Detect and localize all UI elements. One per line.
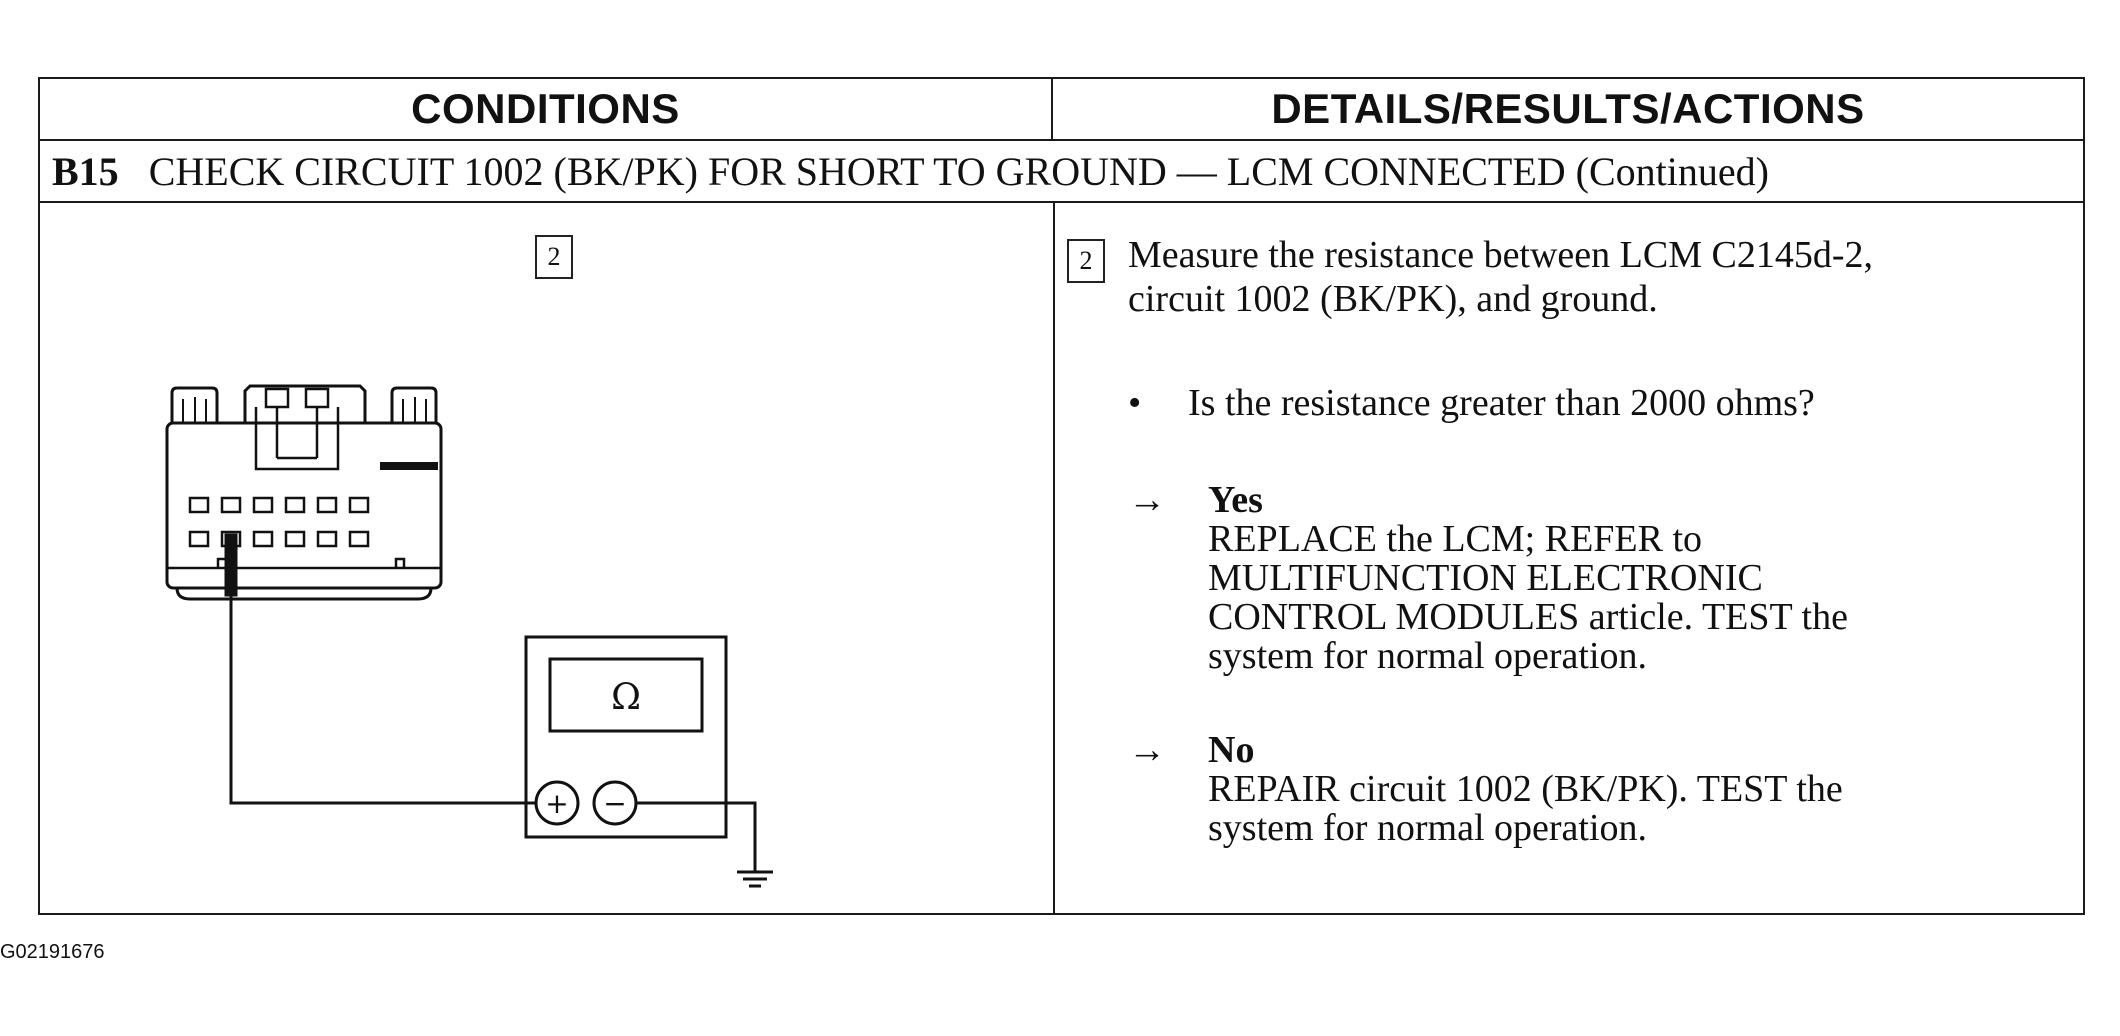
measurement-instruction: Measure the resistance between LCM C2145… xyxy=(1128,233,2058,321)
answer-line: system for normal operation. xyxy=(1208,807,1648,849)
step-body-row: 2 xyxy=(40,203,2083,915)
answer-label: No xyxy=(1208,729,1255,771)
answer-label: Yes xyxy=(1208,479,1263,521)
answer-line: system for normal operation. xyxy=(1208,635,1648,677)
conditions-diagram: 2 xyxy=(40,203,1053,915)
probe-wire xyxy=(229,595,536,805)
diagnostic-table: CONDITIONS DETAILS/RESULTS/ACTIONS B15 C… xyxy=(38,77,2085,915)
details-step-box: 2 xyxy=(1067,239,1105,283)
minus-terminal-label: − xyxy=(603,787,626,820)
instruction-line: Measure the resistance between LCM C2145… xyxy=(1128,234,1874,276)
step-title-row: B15 CHECK CIRCUIT 1002 (BK/PK) FOR SHORT… xyxy=(40,141,2083,203)
connector-meter-diagram: Ω + − xyxy=(165,384,773,888)
column-divider xyxy=(1053,203,1055,915)
plus-terminal-label: + xyxy=(545,787,568,820)
test-question: • Is the resistance greater than 2000 ohm… xyxy=(1128,381,2058,425)
header-conditions: CONDITIONS xyxy=(40,79,1053,139)
details-results-actions: 2 Measure the resistance between LCM C21… xyxy=(1055,203,2083,915)
diagram-step-box: 2 xyxy=(535,235,573,279)
table-header-row: CONDITIONS DETAILS/RESULTS/ACTIONS xyxy=(40,79,2083,141)
ground-icon xyxy=(737,870,773,888)
ohm-symbol: Ω xyxy=(611,677,641,718)
ground-wire xyxy=(636,801,757,872)
bullet-icon: • xyxy=(1128,382,1142,424)
answer-no: → No REPAIR circuit 1002 (BK/PK). TEST t… xyxy=(1128,731,2058,848)
step-id: B15 xyxy=(52,148,119,194)
answer-line: MULTIFUNCTION ELECTRONIC xyxy=(1208,557,1763,599)
figure-id: G02191676 xyxy=(0,941,105,963)
arrow-right-icon: → xyxy=(1128,729,1166,771)
answer-line: CONTROL MODULES article. TEST the xyxy=(1208,596,1848,638)
question-text: Is the resistance greater than 2000 ohms… xyxy=(1188,382,1815,424)
step-title: CHECK CIRCUIT 1002 (BK/PK) FOR SHORT TO … xyxy=(148,148,1769,194)
answer-yes: → Yes REPLACE the LCM; REFER to MULTIFUN… xyxy=(1128,481,2058,676)
instruction-line: circuit 1002 (BK/PK), and ground. xyxy=(1128,278,1658,320)
arrow-right-icon: → xyxy=(1128,479,1166,521)
connector-icon xyxy=(165,384,443,601)
header-details-results-actions: DETAILS/RESULTS/ACTIONS xyxy=(1271,85,1865,132)
answer-line: REPLACE the LCM; REFER to xyxy=(1208,518,1703,560)
answer-line: REPAIR circuit 1002 (BK/PK). TEST the xyxy=(1208,768,1843,810)
